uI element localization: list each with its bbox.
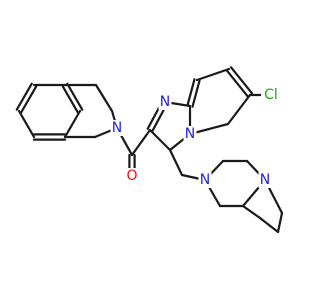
- bond-p_c6-p_c5: [226, 93, 252, 126]
- atom-background: [258, 172, 272, 188]
- bond-b6-b1: [17, 109, 36, 139]
- atom-label-n: N: [200, 172, 210, 188]
- bond-i_c3-ch2: [168, 148, 184, 177]
- atom-background: [125, 168, 139, 184]
- atom-background: [183, 126, 197, 142]
- bond-r2-r3: [276, 211, 284, 234]
- atom-label-o: O: [126, 168, 137, 184]
- double-bond-b1-b2: [20, 85, 38, 114]
- double-bond-b1-b2: [15, 82, 33, 111]
- bond-t1-t2: [94, 83, 114, 113]
- atom-label-n: N: [112, 120, 122, 136]
- double-bond-p_c7-p_c6: [229, 66, 254, 95]
- atom-label-cl: Cl: [264, 87, 278, 103]
- double-bond-i_c8a-p_c8: [186, 78, 196, 107]
- atom-label-n: N: [160, 94, 170, 110]
- bond-q5-r1: [241, 204, 262, 220]
- bond-i_c3-i_c2: [148, 128, 172, 152]
- atom-background: [158, 94, 172, 110]
- bond-b4-b5: [63, 109, 82, 139]
- double-bond-b3-b4: [61, 85, 79, 114]
- double-bond-p_c7-p_c6: [225, 69, 250, 98]
- bond-p_c8-p_c7: [195, 67, 231, 82]
- bond-r1-r2: [258, 216, 280, 234]
- bonds: [15, 66, 284, 234]
- atom-label-n: N: [185, 126, 195, 142]
- double-bond-b3-b4: [66, 82, 84, 111]
- atom-background: [261, 87, 281, 103]
- atom-background: [198, 172, 212, 188]
- double-bond-i_c8a-p_c8: [191, 79, 201, 108]
- atom-label-n: N: [260, 172, 270, 188]
- bond-c_co-i_c2: [130, 128, 152, 157]
- atom-background: [110, 120, 124, 136]
